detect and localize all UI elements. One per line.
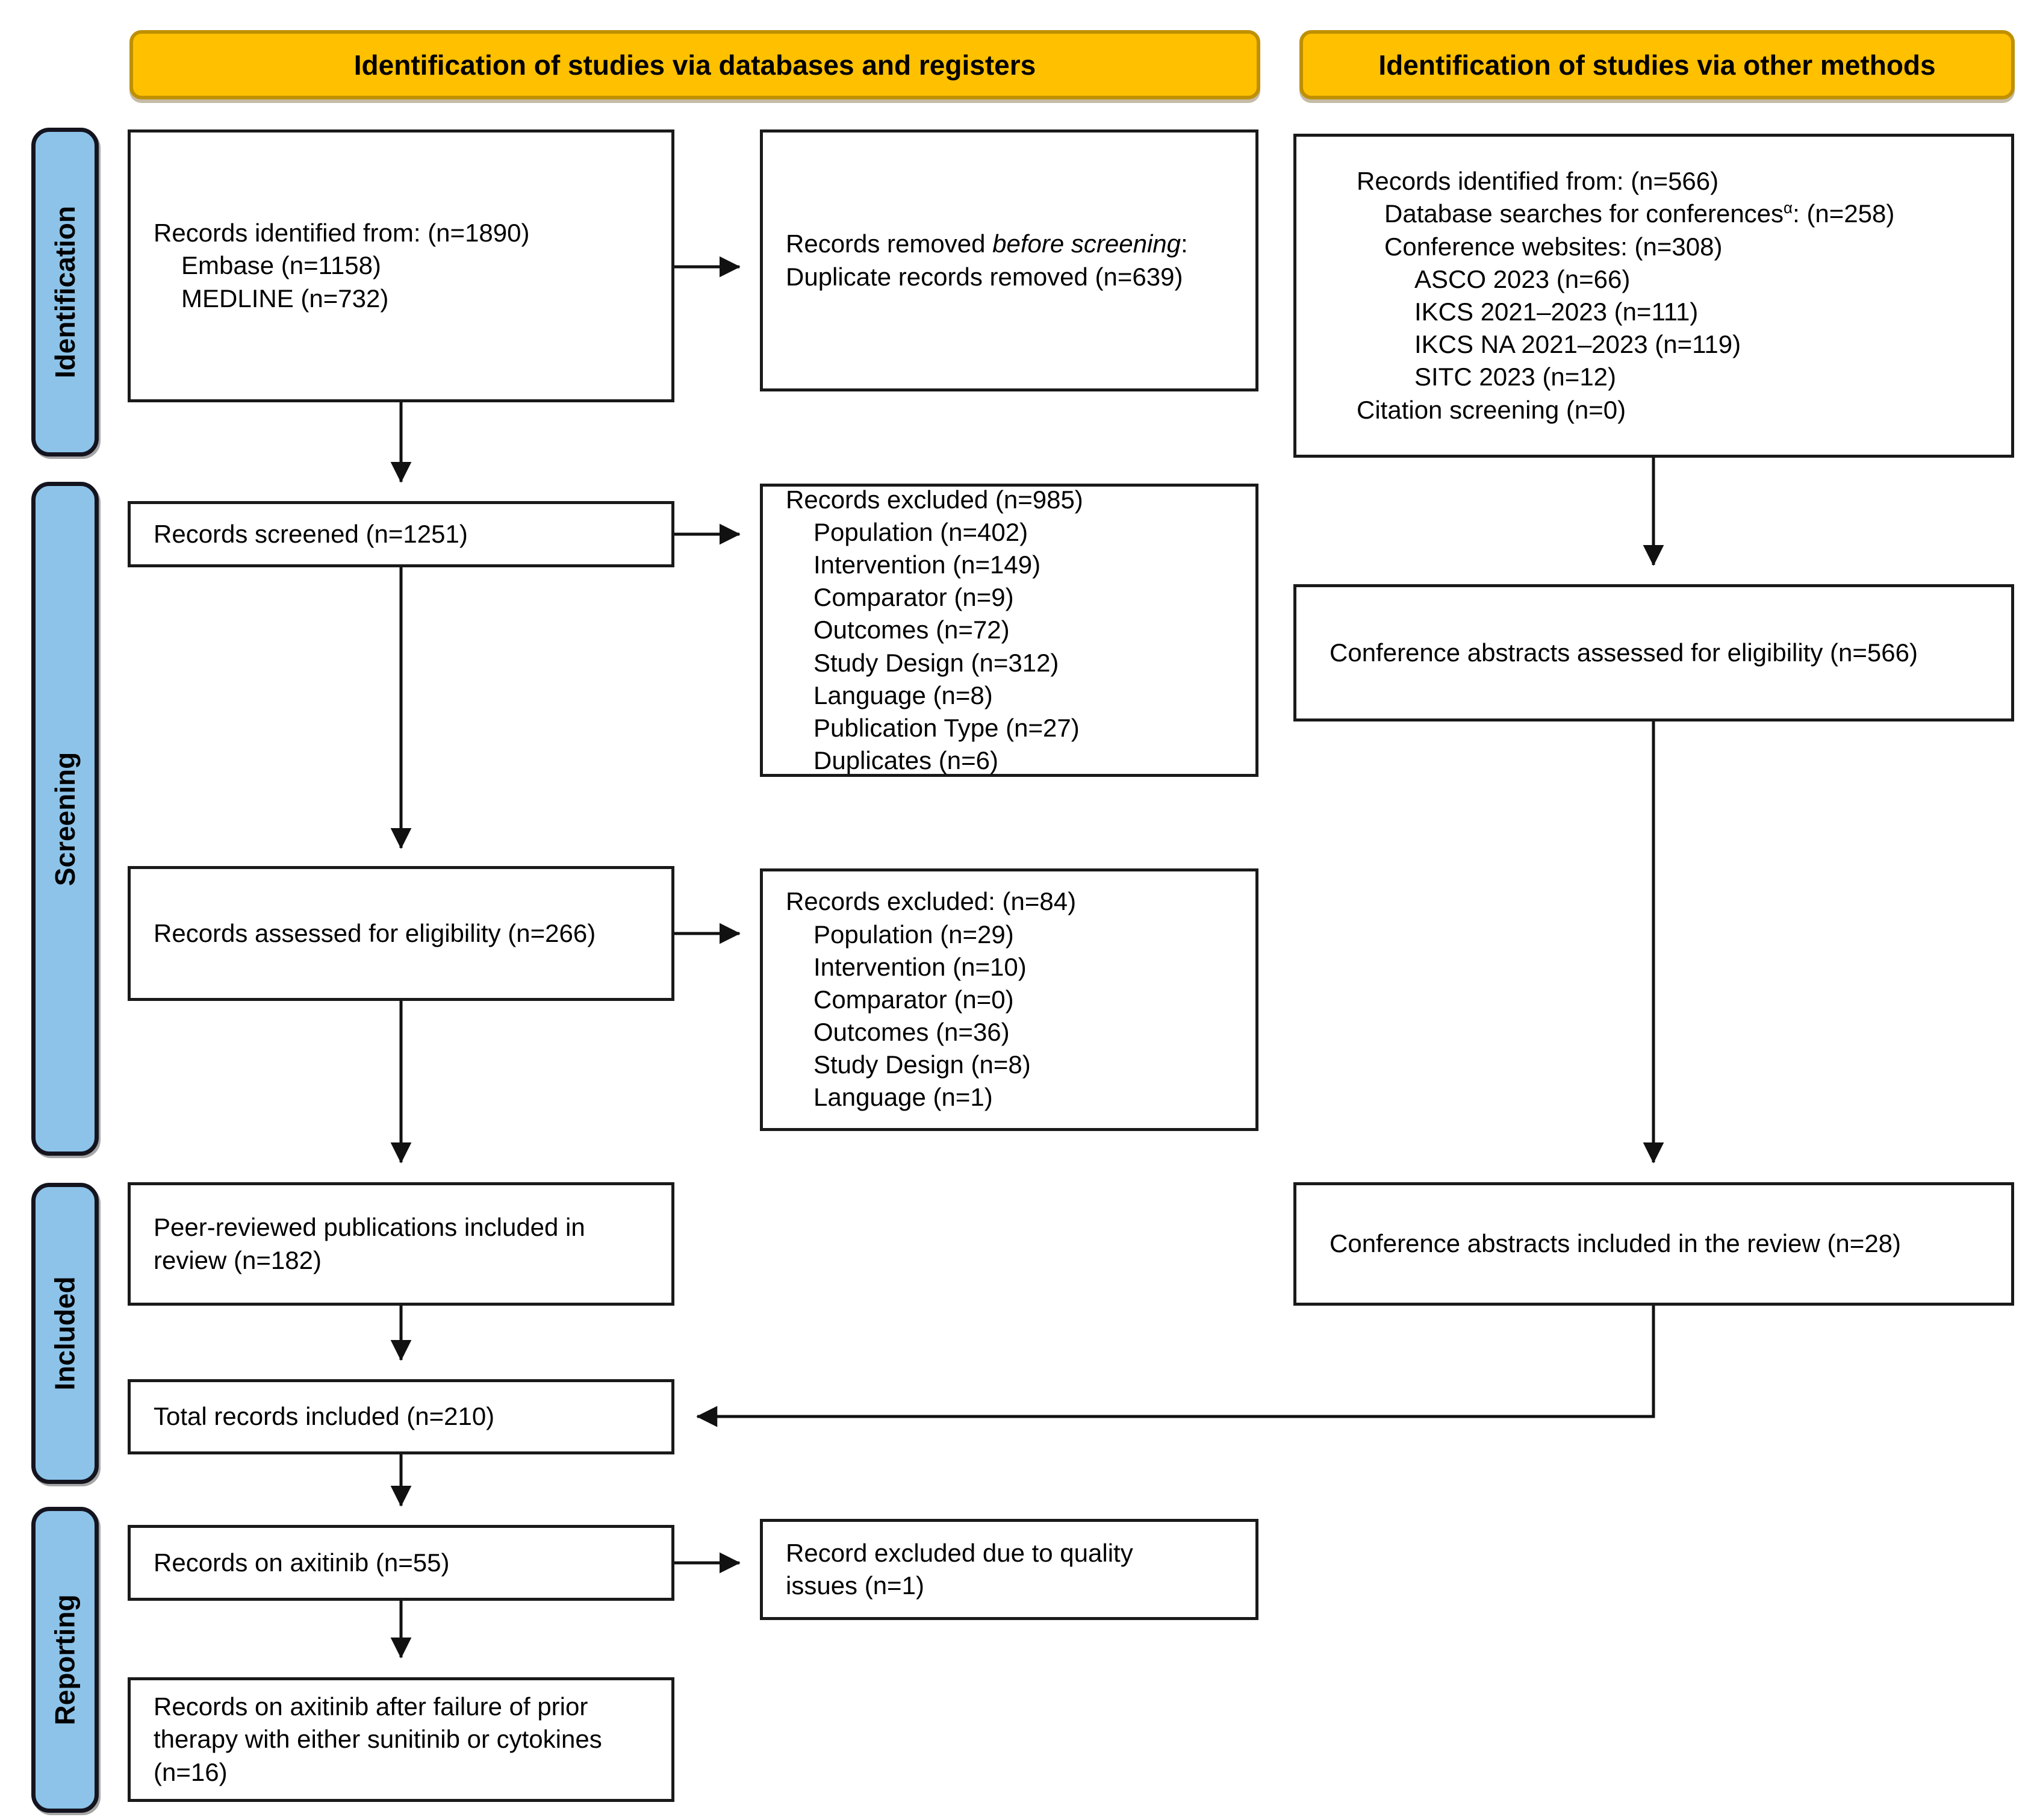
conference-included-label: Conference abstracts included in the rev… bbox=[1330, 1229, 1902, 1258]
excluded1-comparator: Comparator (n=9) bbox=[813, 583, 1014, 612]
records-on-axitinib-label: Records on axitinib (n=55) bbox=[154, 1548, 450, 1577]
box-conference-assessed: Conference abstracts assessed for eligib… bbox=[1293, 584, 2014, 721]
excluded1-duplicates: Duplicates (n=6) bbox=[813, 746, 998, 775]
record-excluded-quality-label: Record excluded due to quality issues (n… bbox=[786, 1538, 1133, 1600]
box-records-on-axitinib: Records on axitinib (n=55) bbox=[128, 1525, 674, 1601]
other-identified-ikcs: IKCS 2021–2023 (n=111) bbox=[1414, 298, 1699, 326]
other-identified-citation: Citation screening (n=0) bbox=[1357, 395, 1626, 424]
arrow-conf-included-to-total bbox=[696, 1306, 1655, 1427]
excluded1-study-design: Study Design (n=312) bbox=[813, 648, 1059, 677]
excluded1-population: Population (n=402) bbox=[813, 517, 1028, 546]
box-peer-reviewed-included: Peer-reviewed publications included in r… bbox=[128, 1182, 674, 1306]
stage-identification-label: Identification bbox=[49, 205, 81, 379]
excluded1-publication-type: Publication Type (n=27) bbox=[813, 713, 1080, 742]
peer-reviewed-included-label: Peer-reviewed publications included in r… bbox=[154, 1213, 585, 1274]
excluded2-study-design: Study Design (n=8) bbox=[813, 1050, 1031, 1079]
records-axitinib-after-failure-label: Records on axitinib after failure of pri… bbox=[154, 1692, 602, 1786]
excluded2-outcomes: Outcomes (n=36) bbox=[813, 1018, 1010, 1047]
records-identified-db-title: Records identified from: (n=1890) bbox=[154, 219, 530, 248]
other-identified-ikcs-na: IKCS NA 2021–2023 (n=119) bbox=[1414, 330, 1741, 359]
excluded1-outcomes: Outcomes (n=72) bbox=[813, 615, 1010, 644]
stage-reporting-label: Reporting bbox=[49, 1594, 81, 1725]
records-assessed-label: Records assessed for eligibility (n=266) bbox=[154, 918, 596, 947]
records-screened-label: Records screened (n=1251) bbox=[154, 519, 468, 548]
box-records-screened: Records screened (n=1251) bbox=[128, 501, 674, 567]
other-identified-title: Records identified from: (n=566) bbox=[1357, 167, 1719, 196]
box-records-removed-before-screening: Records removed before screening: Duplic… bbox=[760, 129, 1258, 391]
box-records-excluded-screening: Records excluded (n=985) Population (n=4… bbox=[760, 484, 1258, 777]
records-removed-title: Records removed before screening: bbox=[786, 229, 1188, 258]
box-records-identified-databases: Records identified from: (n=1890) Embase… bbox=[128, 129, 674, 402]
excluded2-intervention: Intervention (n=10) bbox=[813, 952, 1027, 981]
box-records-excluded-eligibility: Records excluded: (n=84) Population (n=2… bbox=[760, 868, 1258, 1131]
other-identified-db-search: Database searches for conferencesα: (n=2… bbox=[1384, 199, 1895, 228]
records-identified-db-medline: MEDLINE (n=732) bbox=[181, 284, 389, 313]
records-identified-db-embase: Embase (n=1158) bbox=[181, 251, 381, 280]
banner-databases-registers: Identification of studies via databases … bbox=[129, 30, 1260, 99]
conference-assessed-label: Conference abstracts assessed for eligib… bbox=[1330, 638, 1918, 667]
box-total-records-included: Total records included (n=210) bbox=[128, 1379, 674, 1454]
stage-screening-label: Screening bbox=[49, 752, 81, 886]
box-records-assessed-eligibility: Records assessed for eligibility (n=266) bbox=[128, 866, 674, 1001]
other-identified-sitc: SITC 2023 (n=12) bbox=[1414, 363, 1617, 391]
stage-included: Included bbox=[31, 1183, 99, 1484]
banner-other-methods-label: Identification of studies via other meth… bbox=[1378, 49, 1936, 81]
excluded1-title: Records excluded (n=985) bbox=[786, 485, 1083, 514]
excluded2-language: Language (n=1) bbox=[813, 1083, 993, 1112]
stage-included-label: Included bbox=[49, 1276, 81, 1391]
total-records-included-label: Total records included (n=210) bbox=[154, 1402, 495, 1431]
footnote-alpha: α bbox=[1784, 199, 1793, 217]
box-record-excluded-quality: Record excluded due to quality issues (n… bbox=[760, 1519, 1258, 1620]
banner-databases-registers-label: Identification of studies via databases … bbox=[353, 49, 1036, 81]
stage-screening: Screening bbox=[31, 482, 99, 1156]
box-conference-included: Conference abstracts included in the rev… bbox=[1293, 1182, 2014, 1306]
other-identified-asco: ASCO 2023 (n=66) bbox=[1414, 264, 1631, 293]
stage-reporting: Reporting bbox=[31, 1507, 99, 1813]
excluded2-population: Population (n=29) bbox=[813, 920, 1014, 949]
records-removed-detail: Duplicate records removed (n=639) bbox=[786, 262, 1183, 291]
excluded1-intervention: Intervention (n=149) bbox=[813, 550, 1041, 579]
stage-identification: Identification bbox=[31, 128, 99, 457]
other-identified-conf-websites: Conference websites: (n=308) bbox=[1384, 232, 1723, 261]
excluded1-language: Language (n=8) bbox=[813, 681, 993, 709]
banner-other-methods: Identification of studies via other meth… bbox=[1299, 30, 2015, 99]
excluded2-title: Records excluded: (n=84) bbox=[786, 887, 1077, 916]
excluded2-comparator: Comparator (n=0) bbox=[813, 985, 1014, 1014]
box-records-axitinib-after-failure: Records on axitinib after failure of pri… bbox=[128, 1677, 674, 1802]
box-records-identified-other: Records identified from: (n=566) Databas… bbox=[1293, 134, 2014, 458]
